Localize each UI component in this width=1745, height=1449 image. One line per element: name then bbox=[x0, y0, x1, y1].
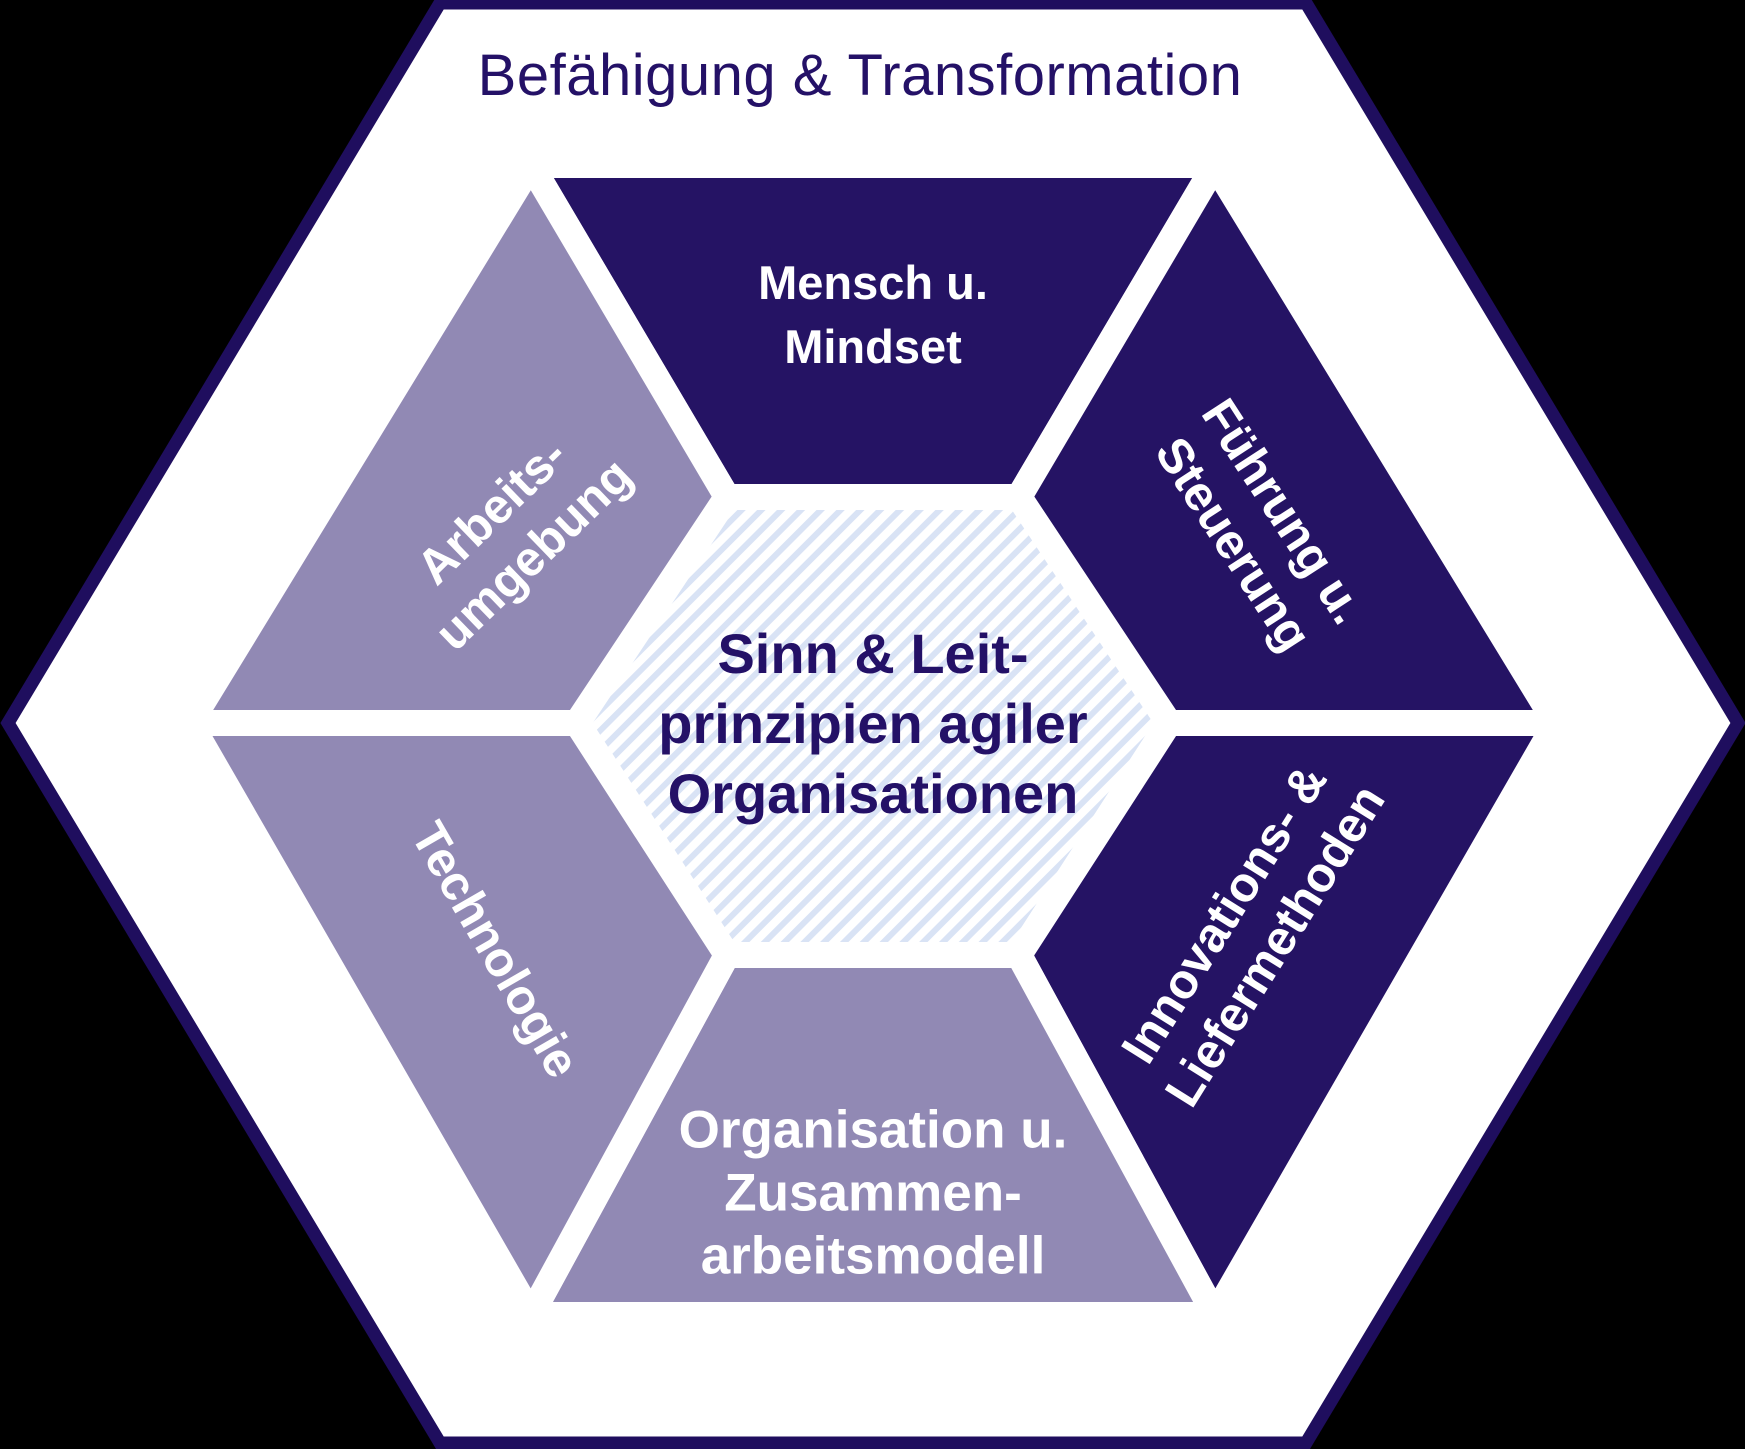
segment-top-label: Mensch u. Mindset bbox=[758, 251, 988, 379]
label-line: arbeitsmodell bbox=[700, 1226, 1046, 1286]
label-line: prinzipien agiler bbox=[658, 692, 1088, 755]
label-line: Zusammen- bbox=[724, 1163, 1022, 1223]
center-hexagon-label: Sinn & Leit- prinzipien agiler Organisat… bbox=[658, 619, 1087, 829]
label-line: Organisation u. bbox=[678, 1100, 1068, 1160]
segment-bottom-label: Organisation u. Zusammen- arbeitsmodell bbox=[679, 1099, 1068, 1288]
label-line: Organisationen bbox=[667, 762, 1079, 825]
label-line: Mindset bbox=[784, 320, 962, 373]
label-line: Sinn & Leit- bbox=[717, 622, 1029, 685]
diagram-title: Befähigung & Transformation bbox=[477, 43, 1243, 109]
label-line: Mensch u. bbox=[758, 256, 988, 309]
segment-top-left-shape bbox=[166, 139, 743, 736]
